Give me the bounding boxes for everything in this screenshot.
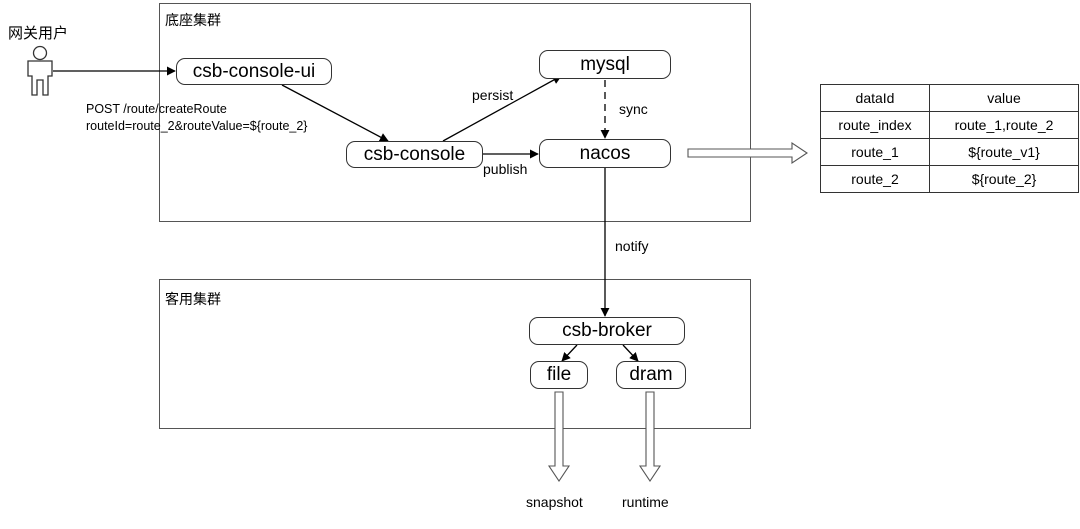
arrow-broker-to-dram	[622, 344, 639, 362]
table-cell: ${route_v1}	[929, 138, 1079, 166]
edge-label-persist: persist	[472, 87, 514, 103]
table-cell: route_index	[820, 111, 930, 139]
table-header-cell: value	[929, 84, 1079, 112]
table-header-cell: dataId	[820, 84, 930, 112]
tenant-cluster-title: 客用集群	[165, 291, 221, 307]
arrow-console-ui-to-console	[281, 84, 389, 142]
node-nacos: nacos	[539, 139, 671, 168]
request-line-2: routeId=route_2&routeValue=${route_2}	[86, 119, 308, 133]
table-row: route_index route_1,route_2	[820, 111, 1079, 139]
table-header-row: dataId value	[820, 84, 1079, 112]
node-csb-console-ui: csb-console-ui	[176, 58, 332, 85]
table-row: route_2 ${route_2}	[820, 165, 1079, 193]
config-table: dataId value route_index route_1,route_2…	[820, 84, 1079, 193]
table-cell: route_1,route_2	[929, 111, 1079, 139]
table-cell: route_1	[820, 138, 930, 166]
table-cell: route_2	[820, 165, 930, 193]
node-mysql: mysql	[539, 50, 671, 79]
hollow-arrow-file-to-snapshot	[547, 391, 571, 482]
arrow-broker-to-file	[561, 344, 578, 362]
edge-label-sync: sync	[619, 101, 648, 117]
node-csb-console: csb-console	[346, 141, 483, 168]
request-line-1: POST /route/createRoute	[86, 102, 227, 116]
node-csb-broker: csb-broker	[529, 317, 685, 345]
hollow-arrow-nacos-to-table	[687, 141, 808, 165]
hollow-arrow-dram-to-runtime	[638, 391, 662, 482]
output-runtime: runtime	[622, 494, 669, 510]
table-row: route_1 ${route_v1}	[820, 138, 1079, 166]
person-icon	[27, 45, 53, 96]
user-label: 网关用户	[8, 25, 69, 42]
arrow-console-to-mysql	[442, 75, 562, 142]
output-snapshot: snapshot	[526, 494, 583, 510]
edge-label-publish: publish	[483, 161, 528, 177]
node-file: file	[530, 361, 588, 389]
base-cluster-title: 底座集群	[165, 12, 221, 28]
tenant-cluster: 客用集群	[159, 279, 751, 429]
base-cluster: 底座集群	[159, 3, 751, 222]
node-dram: dram	[616, 361, 686, 389]
edge-label-notify: notify	[615, 238, 649, 254]
table-cell: ${route_2}	[929, 165, 1079, 193]
